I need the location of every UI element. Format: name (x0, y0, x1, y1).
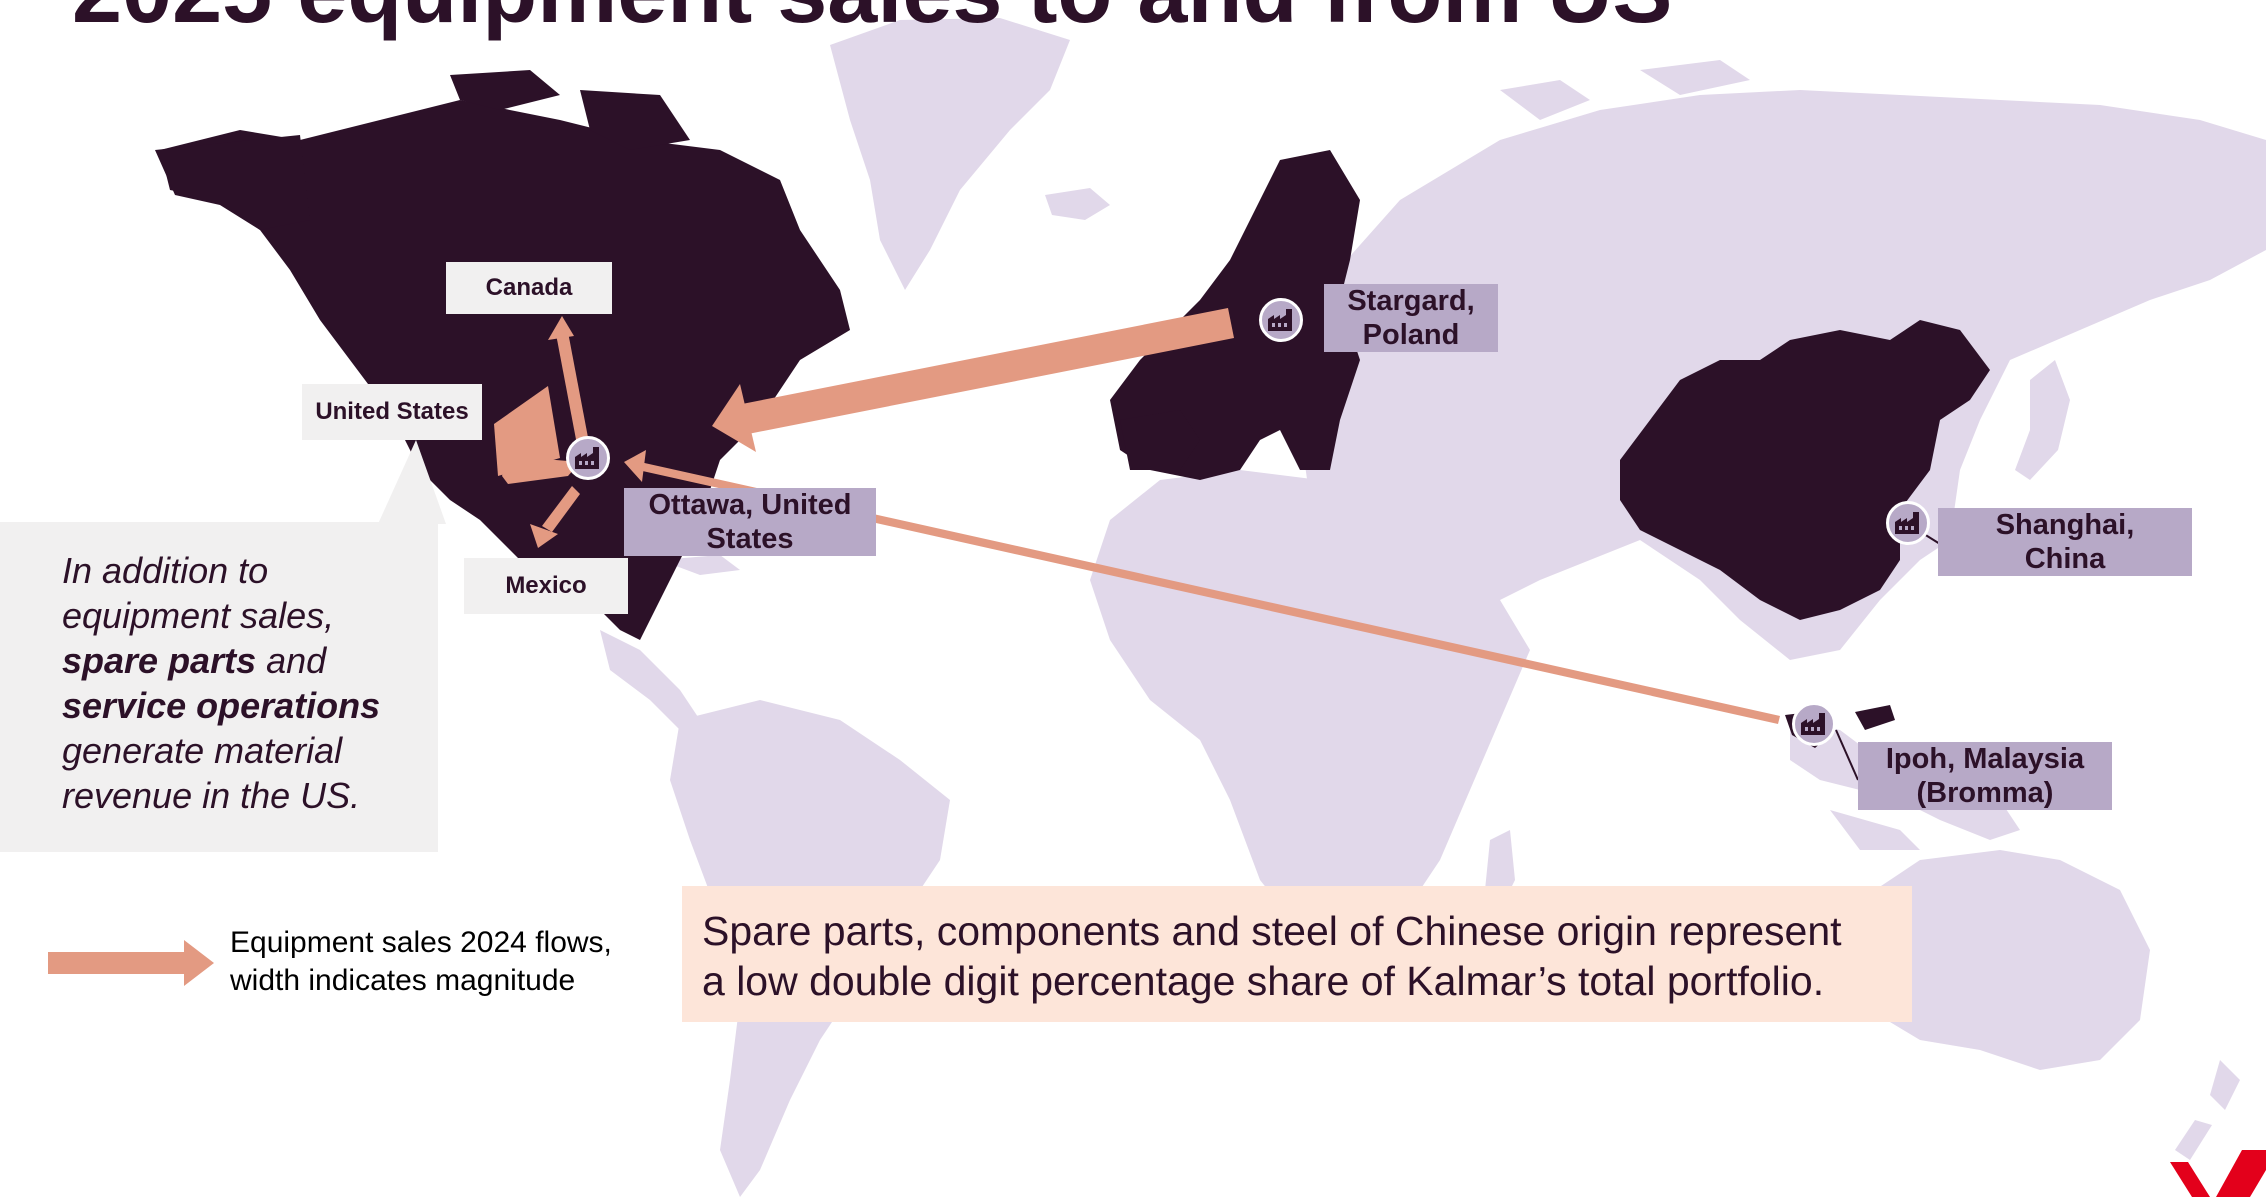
flow-arrow-stargard-ottawa (742, 308, 1234, 434)
label-united-states: United States (302, 384, 482, 440)
legend-arrow-icon (48, 940, 214, 986)
page-title: 2025 equipment sales to and from US (72, 0, 1672, 42)
factory-marker-stargard (1259, 298, 1303, 342)
callout-pointer (378, 440, 446, 524)
factory-marker-ipoh (1792, 702, 1836, 746)
factory-marker-ottawa (566, 436, 610, 480)
factory-icon (1801, 713, 1825, 735)
flow-arrow-ipoh-ottawa-head (624, 450, 646, 482)
factory-label-ipoh: Ipoh, Malaysia(Bromma) (1858, 742, 2112, 810)
flow-arrow-stargard-ottawa-head (712, 384, 756, 452)
flow-arrow-ipoh-ottawa (638, 462, 1780, 724)
factory-icon (1268, 309, 1292, 331)
china-highlight (1620, 320, 1990, 620)
factory-icon (575, 447, 599, 469)
flow-arrow-ottawa-canada (556, 332, 590, 450)
factory-marker-shanghai (1886, 501, 1930, 545)
flow-arrow-ottawa-canada-head (548, 316, 574, 340)
factory-icon (1895, 512, 1919, 534)
label-canada: Canada (446, 262, 612, 314)
callout-box (0, 522, 438, 852)
label-mexico: Mexico (464, 558, 628, 614)
flow-arrow-ottawa-mexico (542, 486, 580, 532)
legend-text: Equipment sales 2024 flows, width indica… (230, 926, 612, 997)
kalmar-logo (2170, 1150, 2266, 1197)
europe-highlight (1110, 150, 1360, 480)
flow-arrow-ottawa-us-head (494, 386, 560, 476)
factory-label-stargard: Stargard,Poland (1324, 284, 1498, 352)
flow-arrows (494, 308, 1780, 724)
flow-arrow-ottawa-mexico-head (530, 524, 558, 548)
factory-label-shanghai: Shanghai,China (1938, 508, 2192, 576)
callout-text: In addition to equipment sales, spare pa… (62, 550, 381, 816)
china-origin-note: Spare parts, components and steel of Chi… (682, 886, 1912, 1022)
